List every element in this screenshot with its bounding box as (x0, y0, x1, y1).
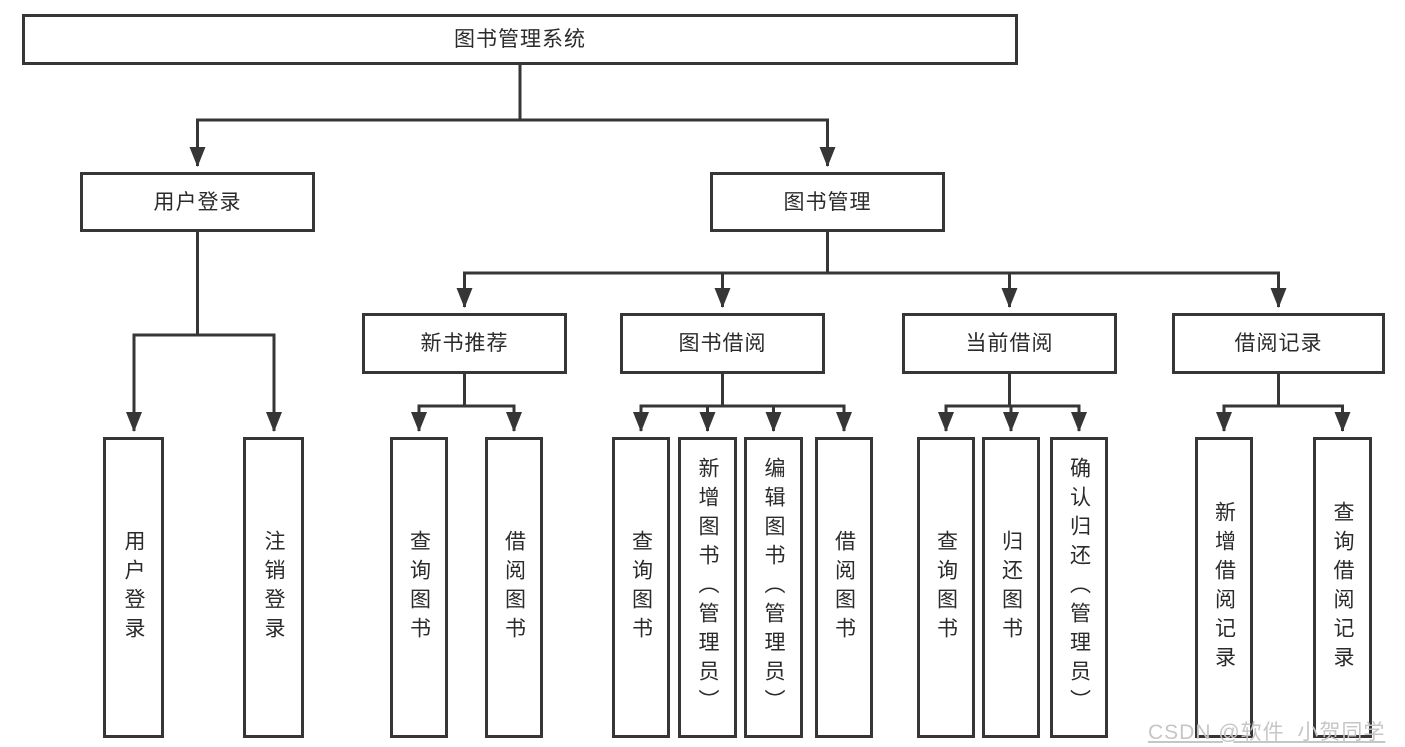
node-label: 当前借阅 (965, 332, 1054, 355)
node-label: 确认归还（管理员） (1067, 457, 1091, 718)
leaf-borrow-books-1: 借阅图书 (485, 437, 543, 738)
node-current-borrowing: 当前借阅 (902, 313, 1117, 374)
node-label: 查询图书 (629, 529, 653, 646)
leaf-query-books-2: 查询图书 (612, 437, 670, 738)
leaf-query-borrow-record: 查询借阅记录 (1313, 437, 1372, 738)
leaf-add-books-admin: 新增图书（管理员） (678, 437, 737, 738)
node-label: 归还图书 (999, 529, 1023, 646)
leaf-add-borrow-record: 新增借阅记录 (1195, 437, 1253, 738)
node-label: 图书管理 (783, 190, 872, 214)
node-label: 编辑图书（管理员） (762, 457, 785, 718)
csdn-watermark: CSDN @软件_小贺同学 (1148, 721, 1386, 744)
node-label: 借阅图书 (832, 529, 856, 646)
node-label: 注销登录 (262, 529, 285, 646)
node-label: 新增图书（管理员） (696, 457, 719, 718)
node-label: 新增借阅记录 (1212, 500, 1236, 675)
leaf-confirm-return-admin: 确认归还（管理员） (1050, 437, 1108, 738)
node-book-management: 图书管理 (710, 172, 945, 232)
leaf-query-books-1: 查询图书 (390, 437, 448, 738)
leaf-return-books: 归还图书 (982, 437, 1040, 738)
node-label: 查询图书 (934, 529, 958, 646)
node-label: 图书管理系统 (454, 28, 586, 51)
leaf-user-login: 用户登录 (103, 437, 164, 738)
node-label: 借阅图书 (502, 529, 526, 646)
node-library-system: 图书管理系统 (22, 14, 1018, 65)
node-book-borrowing: 图书借阅 (620, 313, 825, 374)
leaf-logout: 注销登录 (243, 437, 304, 738)
node-label: 查询图书 (407, 529, 431, 646)
node-label: 借阅记录 (1234, 332, 1323, 355)
node-label: 用户登录 (122, 529, 145, 646)
node-label: 新书推荐 (420, 332, 509, 355)
node-label: 图书借阅 (678, 332, 767, 355)
node-user-login: 用户登录 (80, 172, 315, 232)
leaf-edit-books-admin: 编辑图书（管理员） (744, 437, 803, 738)
node-new-book-recommend: 新书推荐 (362, 313, 567, 374)
leaf-borrow-books-2: 借阅图书 (815, 437, 873, 738)
node-label: 用户登录 (153, 190, 242, 214)
node-borrowing-records: 借阅记录 (1172, 313, 1385, 374)
node-label: 查询借阅记录 (1331, 500, 1354, 675)
leaf-query-books-3: 查询图书 (917, 437, 975, 738)
